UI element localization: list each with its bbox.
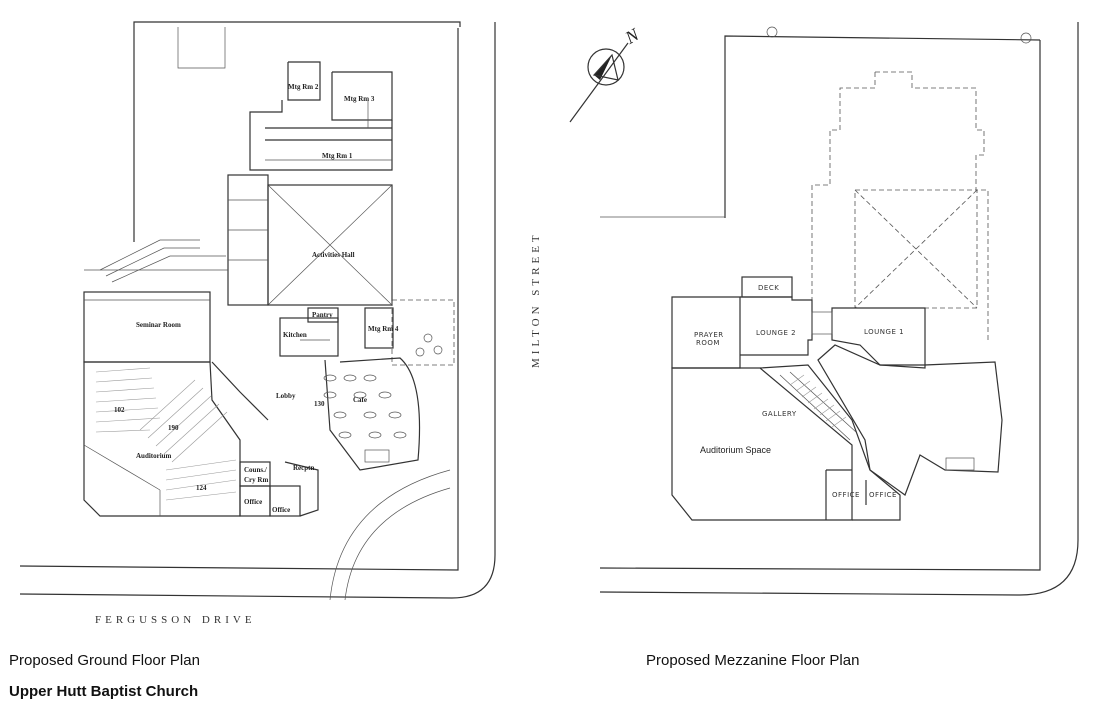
meeting-rooms-wing bbox=[249, 61, 393, 171]
milton-street-label: MILTON STREET bbox=[530, 231, 542, 368]
mezzanine-floor-plan bbox=[599, 22, 1079, 596]
mezzanine-floor-caption: Proposed Mezzanine Floor Plan bbox=[646, 652, 860, 669]
kitchen-block bbox=[279, 307, 394, 357]
mezz-lounge-1-label: LOUNGE 1 bbox=[864, 328, 904, 336]
mezzanine-site-boundary bbox=[599, 22, 1079, 596]
activities-hall-block bbox=[227, 174, 455, 366]
fergusson-drive-label: FERGUSSON DRIVE bbox=[95, 614, 256, 626]
ground-seat-count-2-label: 190 bbox=[168, 424, 179, 432]
ground-cafe-count-label: 130 bbox=[314, 400, 325, 408]
ground-mtg-rm-1-label: Mtg Rm 1 bbox=[322, 152, 353, 160]
mezz-lounge-2-label: LOUNGE 2 bbox=[756, 329, 796, 337]
north-arrow bbox=[569, 42, 629, 123]
mezzanine-rooms bbox=[671, 276, 1003, 521]
mezz-prayer-room-label-line2: ROOM bbox=[696, 339, 720, 347]
church-name-caption: Upper Hutt Baptist Church bbox=[9, 683, 199, 700]
ground-seat-count-3-label: 124 bbox=[196, 484, 207, 492]
ground-pantry-label: Pantry bbox=[312, 311, 333, 319]
ground-seat-count-1-label: 102 bbox=[114, 406, 125, 414]
auditorium-block bbox=[83, 361, 241, 517]
ground-couns-label-line2: Cry Rm bbox=[244, 476, 268, 484]
ground-site-boundary bbox=[19, 21, 496, 599]
ground-lobby-label: Lobby bbox=[276, 392, 296, 400]
mezz-prayer-room-label-line1: PRAYER bbox=[694, 331, 724, 339]
ground-kitchen-label: Kitchen bbox=[283, 331, 307, 339]
ground-seminar-room-label: Seminar Room bbox=[136, 321, 181, 329]
ground-mtg-rm-4-label: Mtg Rm 4 bbox=[368, 325, 399, 333]
ground-office-1-label: Office bbox=[244, 498, 262, 506]
mezz-auditorium-space-label: Auditorium Space bbox=[700, 445, 771, 455]
mezzanine-dashed-outline bbox=[811, 71, 989, 340]
ground-mtg-rm-2-label: Mtg Rm 2 bbox=[288, 83, 319, 91]
north-label: N bbox=[621, 24, 643, 48]
ground-floor-plan bbox=[19, 21, 496, 601]
ground-floor-caption: Proposed Ground Floor Plan bbox=[9, 652, 200, 669]
mezz-office-1-label: OFFICE bbox=[832, 491, 860, 499]
ground-auditorium-label: Auditorium bbox=[136, 452, 172, 460]
mezz-office-2-label: OFFICE bbox=[869, 491, 897, 499]
seminar-room-block bbox=[83, 239, 228, 363]
ground-recptn-label: Recptn bbox=[293, 464, 314, 472]
mezz-deck-label: DECK bbox=[758, 284, 779, 292]
ground-mtg-rm-3-label: Mtg Rm 3 bbox=[344, 95, 375, 103]
ground-cafe-label: Cafe bbox=[353, 396, 367, 404]
ground-couns-label-line1: Couns./ bbox=[244, 466, 268, 474]
ground-activities-hall-label: Activities Hall bbox=[312, 251, 355, 259]
lobby-cafe-block bbox=[211, 357, 451, 601]
mezz-gallery-label: GALLERY bbox=[762, 410, 797, 418]
ground-office-2-label: Office bbox=[272, 506, 290, 514]
